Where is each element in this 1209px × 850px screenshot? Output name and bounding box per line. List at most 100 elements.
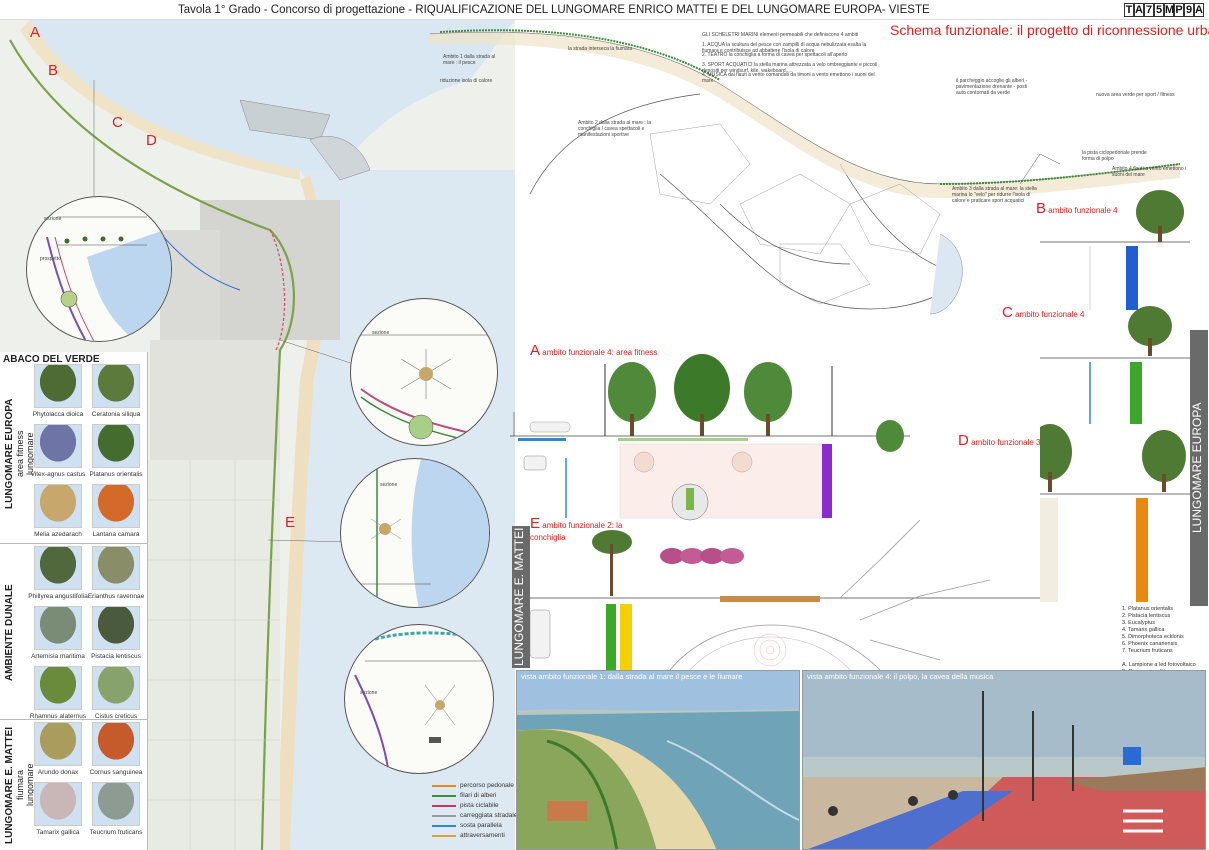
legend-label: sosta parallela	[460, 822, 502, 829]
legend-label: attraversamenti	[460, 832, 505, 839]
abaco-title: ABACO DEL VERDE	[3, 354, 100, 365]
plant-name: Artemisia maritima	[31, 653, 85, 660]
section-a-drawing	[510, 354, 910, 521]
plant-name: Platanus orientalis	[89, 471, 143, 478]
schema-note-pista: la pista ciclopedonale prende forma di p…	[1082, 150, 1147, 162]
sections-bcd-drawing	[1040, 190, 1190, 602]
schema-notes-heading: GLI SCHELETRI MARINI elementi permeabili…	[702, 32, 859, 38]
legend-label: percorso pedonale	[460, 782, 514, 789]
abaco-group-label-line: LUNGOMARE EUROPA	[4, 398, 15, 510]
plant-name: Cornus sanguinea	[89, 769, 143, 776]
legend-swatch	[432, 795, 456, 797]
plant-image	[34, 546, 82, 590]
code-char: A	[1134, 3, 1144, 17]
map-letter-c: C	[112, 114, 123, 131]
circle-b-label-section: sezione	[44, 216, 62, 222]
plant-image	[34, 424, 82, 468]
plant-image	[34, 484, 82, 528]
detail-circle-b	[26, 196, 172, 342]
plant-name: Tamarix gallica	[36, 829, 80, 836]
circle-b-label-elevation: prospetto	[40, 256, 61, 262]
plant-image	[34, 606, 82, 650]
elements-legend-item: A. Lampione a led fotovoltaico	[1122, 662, 1196, 668]
detail-circle-e	[344, 624, 494, 774]
map-letter-b: B	[48, 62, 59, 79]
schema-note-ambito1: Ambito 1 dalla strada al mare : il pesce	[443, 54, 496, 66]
code-char: 7	[1144, 3, 1154, 17]
legend-label: carreggiata stradale	[460, 812, 518, 819]
map-letter-e: E	[285, 514, 296, 531]
elements-legend-item: 4. Tamarix gallica	[1122, 627, 1165, 633]
section-e-heading: E ambito funzionale 2: la conchiglia	[530, 515, 623, 542]
plant-image	[92, 606, 140, 650]
section-a-heading: A ambito funzionale 4: area fitness	[530, 342, 658, 359]
circle-e-label-section: sezione	[360, 690, 378, 696]
schema-note-ambito3: Ambito 3 dalla strada al mare: la stella…	[952, 186, 1037, 204]
plant-name: Ceratonia siliqua	[91, 411, 141, 418]
plant-image	[92, 722, 140, 766]
code-char: M	[1164, 3, 1175, 17]
code-char: T	[1124, 3, 1134, 17]
photo-ambito-4-caption: vista ambito funzionale 4: il polpo, la …	[807, 672, 994, 681]
board-title: Tavola 1° Grado - Concorso di progettazi…	[178, 4, 930, 16]
map-letter-a: A	[30, 24, 41, 41]
legend-swatch	[432, 825, 456, 827]
photo-ambito-1	[516, 670, 800, 850]
legend-label: pista ciclabile	[460, 802, 499, 809]
section-e-drawing	[520, 519, 1040, 670]
plant-image	[92, 484, 140, 528]
plant-image	[34, 364, 82, 408]
schema-note-fiumara: la strada interseca la fiumara	[568, 46, 633, 52]
label-lungomare-europa: LUNGOMARE EUROPA	[1190, 330, 1208, 606]
legend-swatch	[432, 805, 456, 807]
abaco-group-label-line: LUNGOMARE E. MATTEI	[4, 726, 15, 844]
plant-image	[92, 666, 140, 710]
map-letter-d: D	[146, 132, 157, 149]
plant-name: Pistacia lentiscus	[91, 653, 141, 660]
plant-image	[92, 546, 140, 590]
plant-name: Erianthus ravennae	[87, 593, 145, 600]
section-d-heading: D ambito funzionale 3	[958, 432, 1041, 449]
plant-image	[92, 424, 140, 468]
schema-note-item: 3. SPORT ACQUATICI la stella marina attr…	[702, 62, 878, 74]
plant-image	[34, 722, 82, 766]
plant-name: Cistus creticus	[94, 713, 138, 720]
schema-note-isola: riduzione isola di calore	[440, 78, 493, 84]
legend-label: filari di alberi	[460, 792, 497, 799]
legend-swatch	[432, 785, 456, 787]
code-char: P	[1174, 3, 1184, 17]
plant-name: Teucrium fruticans	[89, 829, 143, 836]
schema-note-item: 2. TEATRO la conchiglia a forma di cavea…	[702, 52, 848, 58]
abaco-separator	[0, 543, 148, 544]
legend-swatch	[432, 835, 456, 837]
plant-image	[92, 782, 140, 826]
abaco-group-label-line: area fitness	[15, 430, 25, 478]
abaco-group-label: AMBIENTE DUNALE	[4, 546, 26, 720]
section-b-heading: B ambito funzionale 4	[1036, 200, 1118, 217]
plant-name: Arundo donax	[37, 769, 79, 776]
elements-legend-item: 2. Pistacia lentiscus	[1122, 613, 1171, 619]
plant-image	[34, 782, 82, 826]
schema-note-parcheggio: il parcheggio accoglie gli alberi - pavi…	[956, 78, 1028, 96]
code-char: A	[1194, 3, 1204, 17]
plant-name: Phillyrea angustifolia	[28, 593, 88, 600]
elements-legend-item: 7. Teucrium fruticans	[1122, 648, 1173, 654]
schema-note-area-verde: nuova area verde per sport / fitness	[1096, 92, 1175, 98]
elements-legend-item	[1122, 655, 1206, 662]
elements-legend-item: 3. Eucalyptus	[1122, 620, 1156, 626]
schema-note-ambito4: Ambito 4 flauti a vento emettono i suoni…	[1112, 166, 1187, 178]
circle-d-label-section: sezione	[380, 482, 398, 488]
photo-ambito-4	[802, 670, 1206, 850]
section-c-heading: C ambito funzionale 4	[1002, 304, 1085, 321]
schema-note-item: 4. MUSICA dai flauti a vento comandati d…	[702, 72, 875, 84]
schema-note-ambito2: Ambito 2 dalla strada al mare : la conch…	[578, 120, 652, 138]
label-lungomare-mattei: LUNGOMARE E. MATTEI	[512, 526, 530, 668]
plant-image	[92, 364, 140, 408]
plant-name: Vitex-agnus castus	[30, 471, 86, 478]
code-char: 9	[1184, 3, 1194, 17]
detail-circle-c	[350, 298, 498, 446]
abaco-group-label-line: AMBIENTE DUNALE	[4, 584, 15, 682]
elements-legend-item: 5. Dimorphoteca ecklonis	[1122, 634, 1184, 640]
plant-name: Phytolacca dioica	[32, 411, 84, 418]
